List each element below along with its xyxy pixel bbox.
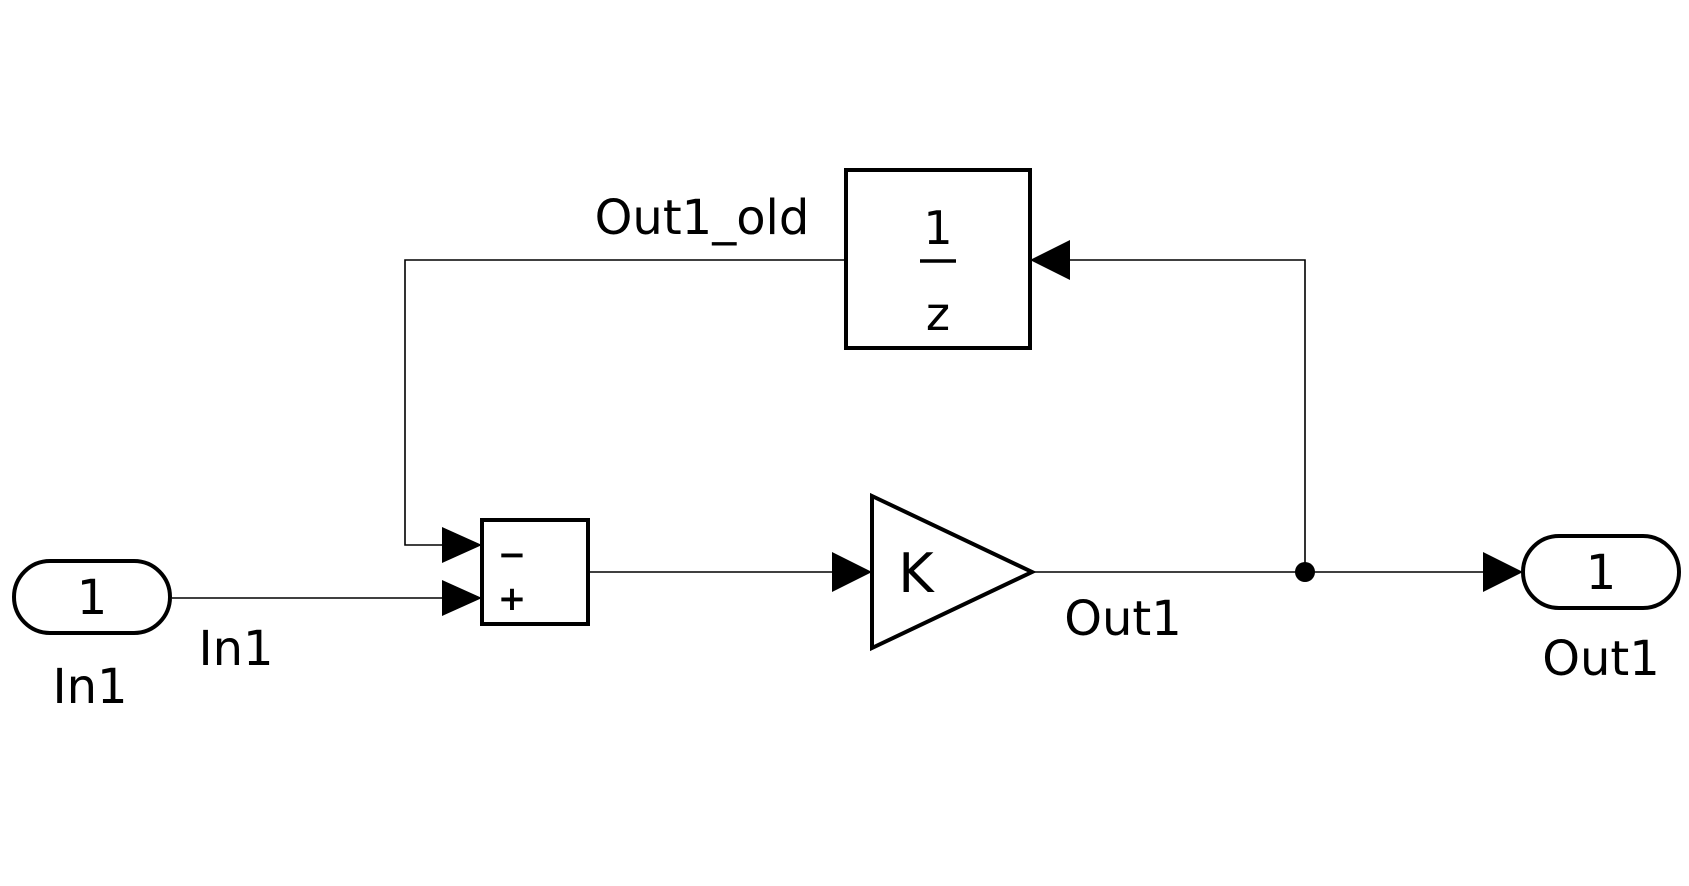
signal-label-feedback: Out1_old <box>595 190 810 246</box>
branch-point[interactable] <box>1295 562 1315 582</box>
inport-number: 1 <box>77 570 108 626</box>
arrow-outport-input <box>1483 552 1523 592</box>
gain-label: K <box>898 542 935 605</box>
arrow-sum-plus-input <box>442 580 482 616</box>
unit-delay-block[interactable]: 1 z <box>844 168 1032 350</box>
inport-name: In1 <box>52 659 127 715</box>
delay-denominator: z <box>926 287 950 341</box>
sum-block[interactable]: − + <box>480 518 590 626</box>
outport-block[interactable]: 1 <box>1521 534 1681 610</box>
delay-numerator: 1 <box>923 201 952 255</box>
gain-block[interactable]: K <box>870 492 1037 652</box>
signal-label-output: Out1 <box>1064 591 1182 647</box>
wire-feedback-to-sum[interactable] <box>404 259 846 546</box>
outport-name: Out1 <box>1542 631 1660 687</box>
wire-branch-to-delay[interactable] <box>1070 259 1306 572</box>
outport-number: 1 <box>1586 545 1617 601</box>
arrow-sum-minus-input <box>442 527 482 563</box>
sum-sign-minus: − <box>498 535 527 575</box>
sum-sign-plus: + <box>498 579 527 619</box>
inport-block[interactable]: 1 <box>12 559 172 635</box>
signal-label-input: In1 <box>198 621 273 677</box>
arrow-gain-input <box>832 552 872 592</box>
arrow-delay-input <box>1030 240 1070 280</box>
